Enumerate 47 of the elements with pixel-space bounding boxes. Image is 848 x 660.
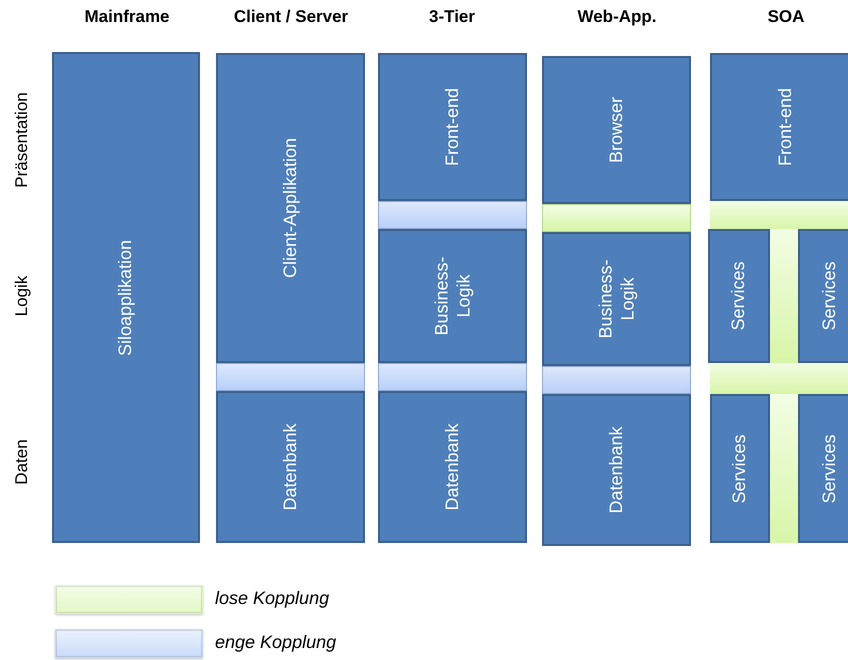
component-box <box>798 394 848 543</box>
component-box <box>542 394 691 546</box>
box-label: Business- Logik <box>430 255 474 338</box>
coupling-band <box>542 204 691 232</box>
coupling-band <box>542 366 691 394</box>
component-box <box>52 52 200 543</box>
row-label: Logik <box>12 276 32 316</box>
column-heading: Web-App. <box>578 7 656 27</box>
coupling-band <box>770 394 798 543</box>
column-heading: 3-Tier <box>429 7 475 27</box>
box-label: Services <box>819 434 840 504</box>
box-label: Siloapplikation <box>115 239 136 356</box>
row-label: Präsentation <box>12 92 32 188</box>
box-label: Services <box>729 434 750 504</box>
component-box <box>216 391 365 543</box>
component-box <box>542 56 691 204</box>
box-label: Front-end <box>775 88 796 166</box>
box-label: Client-Applikation <box>280 138 301 278</box>
box-label: Services <box>819 261 840 331</box>
column-heading: Mainframe <box>84 7 170 27</box>
box-label: Front-end <box>442 88 463 166</box>
column-heading: SOA <box>768 7 804 27</box>
coupling-band <box>378 363 527 391</box>
box-label: Datenbank <box>442 423 463 511</box>
legend-label: enge Kopplung <box>215 632 336 653</box>
component-box <box>798 229 848 363</box>
legend-label: lose Kopplung <box>215 588 330 609</box>
box-label: Business- Logik <box>594 258 638 341</box>
box-label: Datenbank <box>280 423 301 511</box>
column-heading: Client / Server <box>234 7 348 27</box>
coupling-band <box>710 363 848 394</box>
component-box <box>378 229 527 363</box>
coupling-band <box>216 363 365 391</box>
coupling-band <box>710 201 848 229</box>
row-label: Daten <box>12 439 32 485</box>
box-label: Services <box>728 261 750 331</box>
coupling-band <box>378 201 527 229</box>
box-label: Datenbank <box>606 426 627 514</box>
component-box <box>378 53 527 201</box>
component-box <box>378 391 527 543</box>
component-box <box>710 53 848 201</box>
component-box <box>542 232 691 366</box>
box-label: Browser <box>606 97 627 163</box>
component-box <box>708 229 770 363</box>
component-box <box>710 394 770 543</box>
component-box <box>216 53 365 363</box>
coupling-band <box>770 229 798 363</box>
